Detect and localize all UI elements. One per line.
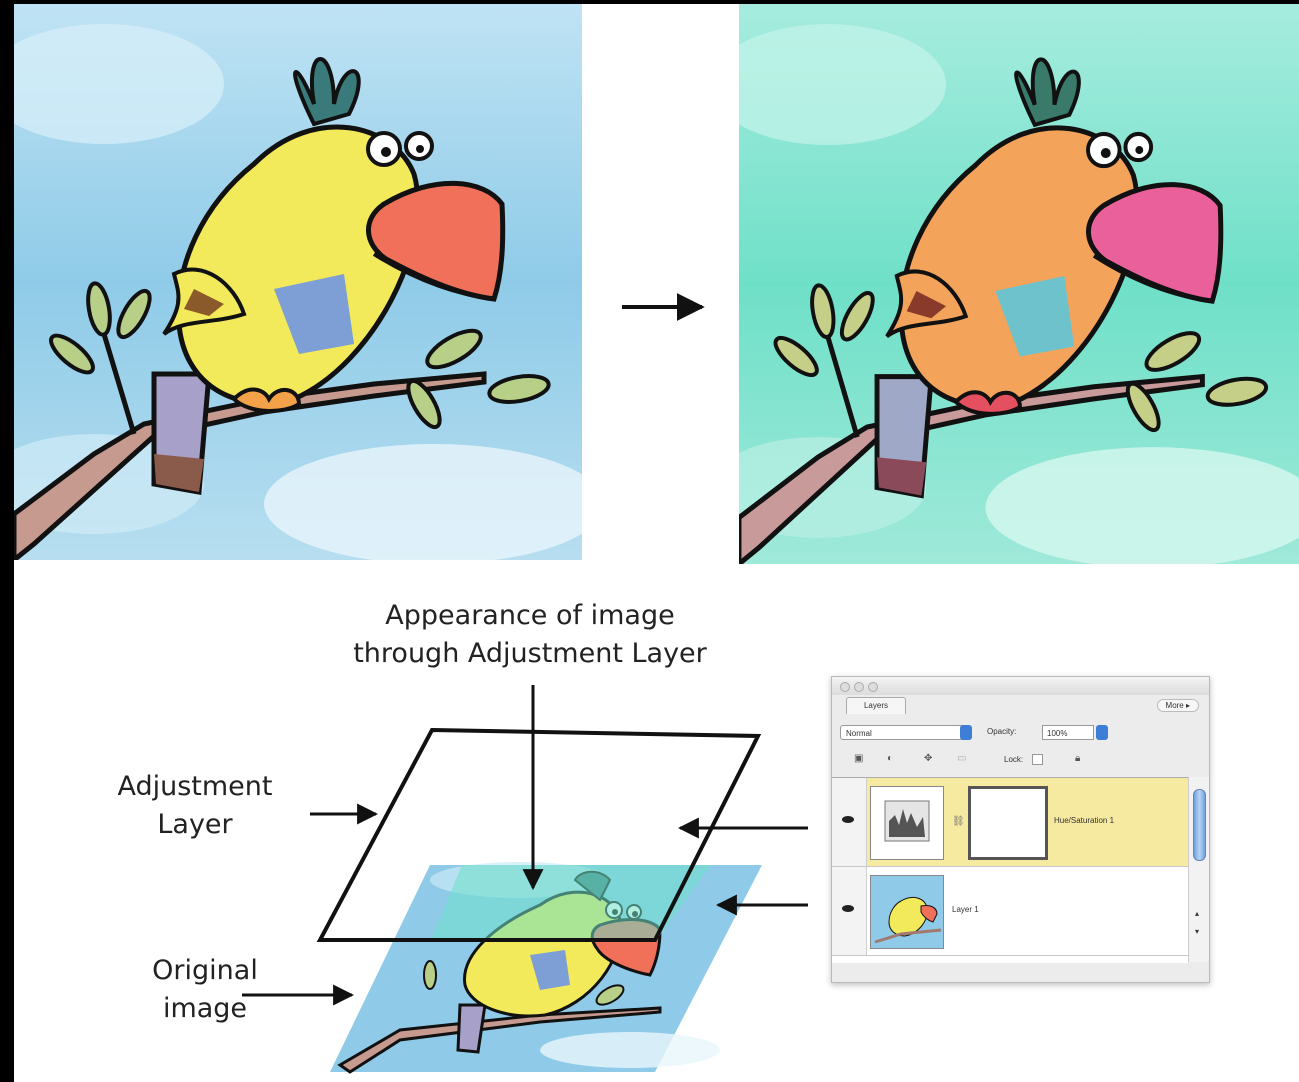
lock-transparent-icon[interactable]: ▣	[854, 753, 864, 764]
layer-name: Hue/Saturation 1	[1054, 816, 1115, 825]
move-icon[interactable]: ✥	[924, 753, 933, 764]
scrollbar-thumb[interactable]	[1193, 789, 1206, 861]
minimize-dot-icon[interactable]	[854, 682, 864, 692]
appearance-caption: Appearance of image through Adjustment L…	[290, 597, 770, 673]
blend-mode-arrow-icon[interactable]	[960, 725, 972, 740]
lock-label: Lock:	[1004, 755, 1024, 764]
layers-scrollbar[interactable]: ▴ ▾	[1188, 777, 1209, 962]
close-dot-icon[interactable]	[840, 682, 850, 692]
palette-titlebar	[832, 677, 1209, 695]
left-black-border	[0, 0, 14, 1082]
tab-layers[interactable]: Layers	[846, 697, 906, 714]
link-chain-icon[interactable]: ⛓	[952, 816, 965, 827]
original-label-line1: Original	[152, 955, 258, 986]
original-image-label: Original image	[105, 952, 305, 1028]
opacity-field[interactable]: 100%	[1042, 725, 1094, 740]
scroll-up-icon[interactable]: ▴	[1195, 909, 1200, 918]
appearance-caption-line2: through Adjustment Layer	[353, 638, 707, 669]
adjusted-illustration	[739, 4, 1299, 564]
original-illustration	[14, 4, 582, 560]
blend-mode-value: Normal	[846, 729, 872, 738]
original-image-layer	[330, 862, 762, 1074]
layers-palette: Layers More ▸ Normal Opacity: 100% ▣ ◐ ✥…	[831, 676, 1210, 983]
adjustment-label-line2: Layer	[157, 809, 233, 840]
fill-icon[interactable]: ▭	[957, 753, 967, 764]
visibility-toggle[interactable]	[832, 778, 867, 866]
eye-icon[interactable]	[842, 816, 854, 823]
top-black-border	[0, 0, 1299, 4]
lock-checkbox[interactable]	[1032, 754, 1043, 765]
lock-icon[interactable]: 🔒︎	[1075, 753, 1081, 764]
more-menu-button[interactable]: More ▸	[1156, 699, 1199, 712]
appearance-caption-line1: Appearance of image	[385, 600, 675, 631]
layer-row-hue-saturation[interactable]: ⛓ Hue/Saturation 1	[832, 778, 1188, 867]
chest-patch	[274, 274, 354, 354]
adjustment-layer-outline	[316, 727, 762, 942]
branch	[14, 371, 487, 560]
feet	[231, 387, 302, 413]
opacity-arrow-icon[interactable]	[1096, 725, 1108, 740]
layer-thumbnail	[870, 875, 944, 949]
visibility-toggle[interactable]	[832, 867, 867, 955]
brush-icon[interactable]: ◐	[887, 753, 894, 764]
adjustment-layer-label: Adjustment Layer	[85, 768, 305, 844]
zoom-dot-icon[interactable]	[868, 682, 878, 692]
eye-icon[interactable]	[842, 905, 854, 912]
layer-row-layer-1[interactable]: Layer 1	[832, 867, 1188, 956]
opacity-label: Opacity:	[987, 727, 1017, 736]
scroll-down-icon[interactable]: ▾	[1195, 927, 1200, 936]
original-label-line2: image	[162, 993, 248, 1024]
adjusted-overlap	[430, 865, 711, 942]
opacity-value: 100%	[1047, 729, 1068, 738]
crest	[293, 57, 361, 127]
beak	[366, 180, 506, 302]
adjustment-thumbnail	[870, 786, 944, 860]
layer-list: ⛓ Hue/Saturation 1 Layer 1	[832, 777, 1188, 963]
layer-name: Layer 1	[952, 905, 979, 914]
blend-mode-select[interactable]: Normal	[840, 725, 968, 740]
mask-thumbnail[interactable]	[968, 786, 1048, 860]
adjustment-label-line1: Adjustment	[117, 771, 273, 802]
